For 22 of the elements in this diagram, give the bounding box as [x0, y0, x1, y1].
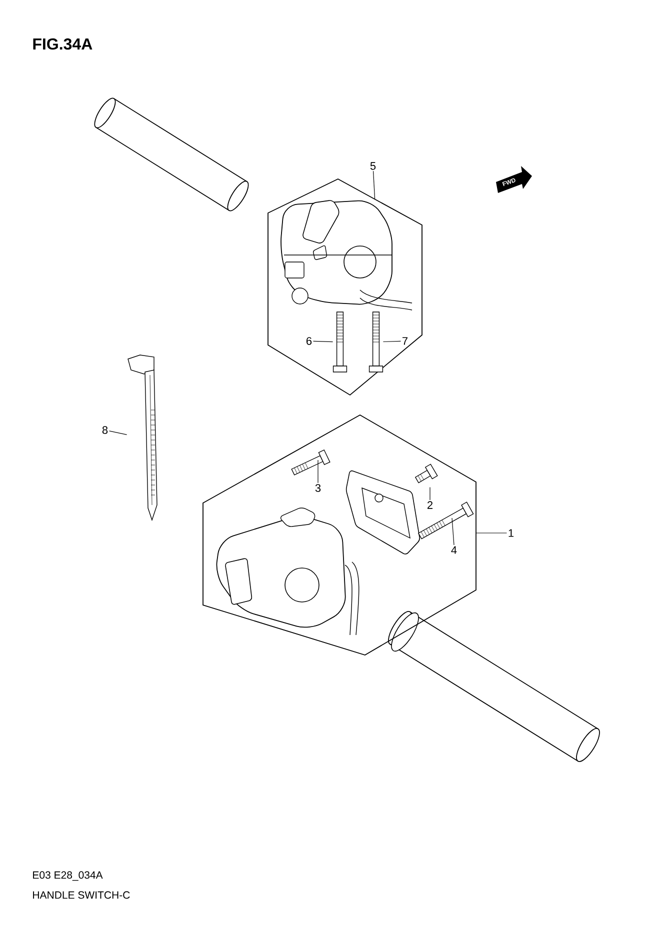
assembly-outline — [268, 178, 422, 396]
callout-number: 2 — [427, 501, 432, 509]
callout-number: 8 — [102, 426, 108, 434]
leader-line — [382, 340, 402, 342]
figure-title: FIG.34A — [33, 38, 92, 50]
screw-drawing — [368, 312, 384, 372]
callout-number: 4 — [451, 546, 457, 554]
caption-text: HANDLE SWITCH-C — [33, 891, 130, 899]
callout-number: 7 — [402, 337, 408, 345]
leader-line — [108, 430, 128, 436]
screw-drawing — [332, 312, 348, 372]
leader-line — [476, 532, 508, 534]
cable-tie-drawing — [128, 354, 158, 522]
callout-number: 3 — [315, 484, 321, 492]
leader-line — [372, 170, 376, 200]
leader-line — [452, 518, 454, 546]
screw-drawing — [291, 449, 330, 476]
callout-number: 6 — [306, 337, 312, 345]
leader-line — [312, 340, 334, 342]
callout-number: 5 — [370, 162, 376, 170]
caption-text: E03 E28_034A — [33, 871, 103, 881]
callout-number: 1 — [508, 529, 514, 537]
